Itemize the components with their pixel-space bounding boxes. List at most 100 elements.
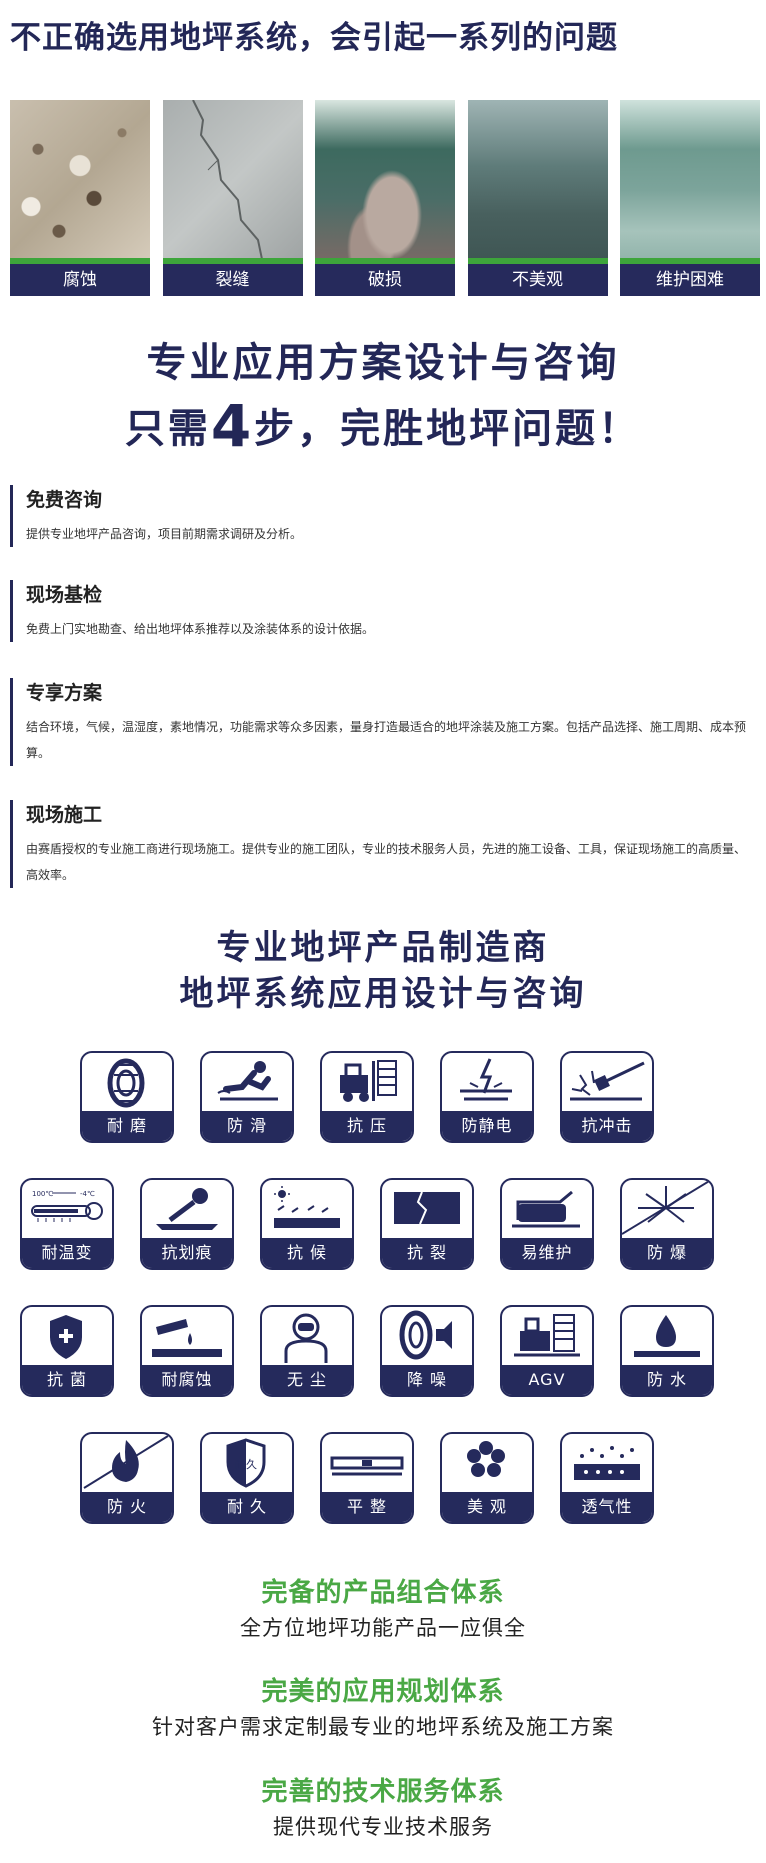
feature-label: 美 观: [442, 1492, 532, 1522]
feature-label: 降 噪: [382, 1365, 472, 1395]
page-title: 不正确选用地坪系统，会引起一系列的问题: [10, 20, 618, 56]
problem-caption: 腐蚀: [10, 264, 150, 296]
step-title: 专享方案: [26, 682, 103, 704]
feature-label: 防静电: [442, 1111, 532, 1141]
tire-icon: [107, 1058, 145, 1108]
headline-line2: 只需4步，完胜地坪问题！: [0, 392, 766, 460]
corrosion-photo: [10, 100, 150, 264]
system-design-heading: 地坪系统应用设计与咨询: [179, 974, 587, 1014]
feature-label: 透气性: [562, 1492, 652, 1522]
chemical-drop-icon: [152, 1319, 222, 1357]
problem-caption: 破损: [315, 264, 455, 296]
thermometer-icon: 100℃ -4℃: [31, 1190, 103, 1222]
step-construction: 现场施工 由赛盾授权的专业施工商进行现场施工。提供专业的施工团队，专业的技术服务…: [10, 800, 755, 888]
feature-label: 平 整: [322, 1492, 412, 1522]
feature-durable: 耐久 耐 久: [200, 1432, 294, 1524]
feature-waterproof: 防 水: [620, 1305, 714, 1397]
feature-flatness: 平 整: [320, 1432, 414, 1524]
feature-label: 抗 菌: [22, 1365, 112, 1395]
forklift-icon: [340, 1060, 397, 1102]
feature-label: 耐 久: [202, 1492, 292, 1522]
system-title: 完美的应用规划体系: [261, 1677, 505, 1707]
step-title: 现场施工: [26, 804, 103, 826]
feature-label: 易维护: [502, 1238, 592, 1268]
feature-easy-maintenance: 易维护: [500, 1178, 594, 1270]
step-inspection: 现场基检 免费上门实地勘查、给出地坪体系推荐以及涂装体系的设计依据。: [10, 580, 755, 642]
feature-anti-static: 防静电: [440, 1051, 534, 1143]
problem-card-corrosion: 腐蚀: [10, 100, 150, 296]
manufacturer-heading: 专业地坪产品制造商: [216, 928, 550, 968]
problem-card-maintenance: 维护困难: [620, 100, 760, 296]
step-desc: 免费上门实地勘查、给出地坪体系推荐以及涂装体系的设计依据。: [26, 622, 375, 636]
headline-line1: 专业应用方案设计与咨询: [146, 340, 620, 386]
headline-post: 步，完胜地坪问题！: [254, 406, 642, 452]
agv-icon: [514, 1314, 580, 1357]
breathable-icon: [574, 1446, 640, 1480]
step-desc: 由赛盾授权的专业施工商进行现场施工。提供专业的施工团队，专业的技术服务人员，先进…: [26, 842, 747, 882]
step-desc: 结合环境，气候，温湿度，素地情况，功能需求等众多因素，量身打造最适合的地坪涂装及…: [26, 720, 747, 760]
flower-icon: [467, 1441, 505, 1477]
water-drop-icon: [634, 1315, 700, 1357]
feature-dust-free: 无 尘: [260, 1305, 354, 1397]
feature-label: 耐 磨: [82, 1111, 172, 1141]
feature-label: 抗 压: [322, 1111, 412, 1141]
thermo-high-label: -4℃: [80, 1190, 95, 1198]
feature-scratch: 抗划痕: [140, 1178, 234, 1270]
feature-fireproof: 防 火: [80, 1432, 174, 1524]
problem-card-crack: 裂缝: [162, 100, 303, 296]
feature-anti-crack: 抗 裂: [380, 1178, 474, 1270]
feature-explosion-proof: 防 爆: [620, 1178, 714, 1270]
level-icon: [330, 1456, 404, 1476]
problem-card-damage: 破损: [315, 100, 455, 296]
feature-aesthetic: 美 观: [440, 1432, 534, 1524]
feature-label: 防 滑: [202, 1111, 292, 1141]
damage-photo: [315, 100, 455, 264]
system-desc: 针对客户需求定制最专业的地坪系统及施工方案: [152, 1715, 614, 1739]
problem-caption: 不美观: [467, 264, 608, 296]
feature-antibacterial: 抗 菌: [20, 1305, 114, 1397]
maintenance-floor-photo: [620, 100, 760, 264]
step-desc: 提供专业地坪产品咨询，项目前期需求调研及分析。: [26, 527, 303, 541]
system-title: 完善的技术服务体系: [261, 1777, 505, 1807]
feature-anti-slip: 防 滑: [200, 1051, 294, 1143]
durable-shield-icon: 耐久: [226, 1438, 266, 1488]
feature-label: 防 水: [622, 1365, 712, 1395]
feature-label: 防 爆: [622, 1238, 712, 1268]
step-title: 现场基检: [26, 584, 103, 606]
shield-text: 耐久: [235, 1458, 257, 1471]
problem-caption: 裂缝: [162, 264, 303, 296]
problem-caption: 维护困难: [620, 264, 760, 296]
cleanroom-icon: [284, 1313, 328, 1363]
feature-compression: 抗 压: [320, 1051, 414, 1143]
feature-noise-reduction: 降 噪: [380, 1305, 474, 1397]
step-title: 免费咨询: [26, 489, 103, 511]
headline-step-count: 4: [210, 392, 255, 460]
feature-label: 抗划痕: [142, 1238, 232, 1268]
unsightly-floor-photo: [467, 100, 608, 264]
problem-gallery: 腐蚀 裂缝 破损 不美观 维护困难: [10, 100, 760, 296]
scratch-icon: [156, 1188, 218, 1230]
feature-label: 耐温变: [22, 1238, 112, 1268]
system-desc: 提供现代专业技术服务: [273, 1815, 493, 1839]
thermo-low-label: 100℃: [32, 1190, 53, 1198]
feature-label: 耐腐蚀: [142, 1365, 232, 1395]
feature-label: AGV: [502, 1365, 592, 1395]
feature-label: 防 火: [82, 1492, 172, 1522]
shield-cross-icon: [50, 1315, 82, 1359]
problem-card-unsightly: 不美观: [467, 100, 608, 296]
feature-corrosion-resistant: 耐腐蚀: [140, 1305, 234, 1397]
step-consult: 免费咨询 提供专业地坪产品咨询，项目前期需求调研及分析。: [10, 485, 755, 547]
impact-icon: [570, 1061, 645, 1101]
feature-label: 抗 候: [262, 1238, 352, 1268]
headline-pre: 只需: [124, 406, 211, 452]
feature-label: 抗冲击: [562, 1111, 652, 1141]
static-icon: [460, 1058, 512, 1101]
feature-label: 无 尘: [262, 1365, 352, 1395]
feature-breathable: 透气性: [560, 1432, 654, 1524]
tire-noise-icon: [399, 1310, 452, 1360]
step-plan: 专享方案 结合环境，气候，温湿度，素地情况，功能需求等众多因素，量身打造最适合的…: [10, 678, 755, 766]
feature-agv: AGV: [500, 1305, 594, 1397]
explosion-icon: [622, 1180, 711, 1235]
feature-wear-resistant: 耐 磨: [80, 1051, 174, 1143]
system-title: 完备的产品组合体系: [261, 1578, 505, 1608]
